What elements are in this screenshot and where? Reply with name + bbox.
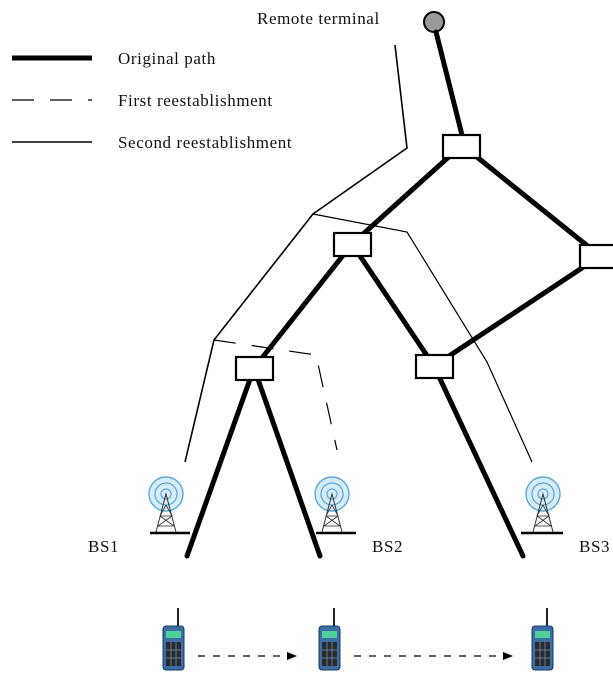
legend: Original path First reestablishment Seco… [12,49,292,152]
first-reestablishment-path [213,339,338,451]
bs3-label: BS3 [579,537,610,556]
bs3-tower-icon [521,476,563,535]
switch-nodes [234,133,613,382]
switch-node-left [332,231,373,258]
switch-node-root [441,133,482,160]
switch-node-bs3 [414,353,455,380]
switch-node-bs12 [234,355,275,382]
second-reestablishment-branch [312,213,533,463]
legend-second-label: Second reestablishment [118,133,292,152]
legend-first-label: First reestablishment [118,91,273,110]
switch-node-right [578,243,613,270]
bs1-tower-icon [148,476,190,535]
legend-original-label: Original path [118,49,216,68]
mobile-phone-3-icon [531,608,554,671]
bs2-label: BS2 [372,537,403,556]
mobile-phone-2-icon [318,608,341,671]
bs1-label: BS1 [88,537,119,556]
bs2-tower-icon [314,476,356,535]
remote-terminal-node [423,11,445,33]
mobile-phone-1-icon [162,608,185,671]
remote-terminal-label: Remote terminal [257,9,380,28]
original-path [184,29,603,559]
